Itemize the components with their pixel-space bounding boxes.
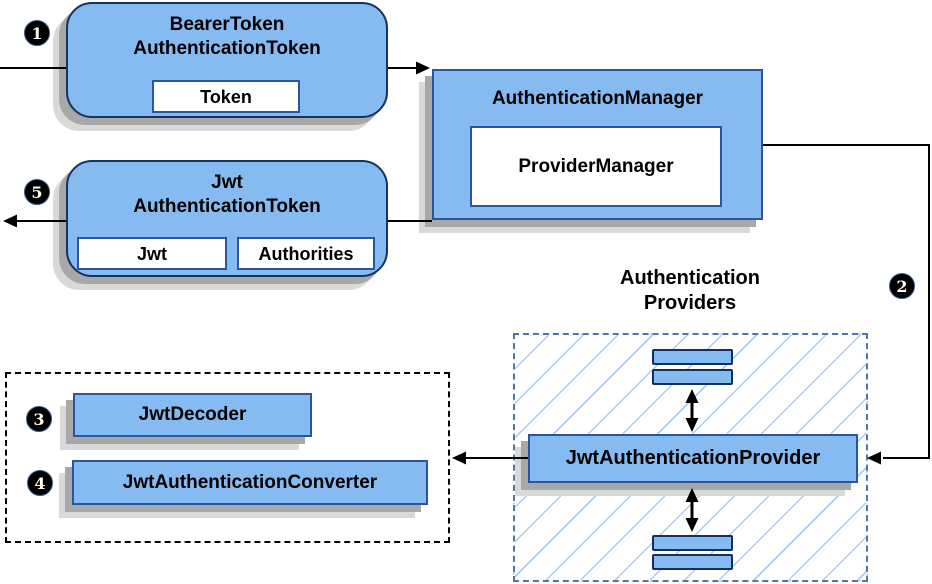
- authorities-field: Authorities: [237, 237, 375, 270]
- provider-stack-bottom-bar-1: [652, 535, 733, 551]
- authentication-providers-title-line2: Providers: [643, 292, 737, 314]
- bearer-token-title-line2: AuthenticationToken: [133, 38, 321, 59]
- jwt-authentication-converter-box: JwtAuthenticationConverter: [72, 460, 428, 505]
- jwt-decoder-box: JwtDecoder: [73, 393, 312, 437]
- step-4-badge: 4: [27, 470, 53, 496]
- provider-stack-top-bar-1: [652, 349, 733, 365]
- jwt-authentication-token-box: Jwt AuthenticationToken Jwt Authorities: [66, 160, 388, 277]
- authentication-providers-title: Authentication Providers: [570, 266, 810, 316]
- provider-stack-bottom-bar-2: [652, 554, 733, 570]
- authentication-providers-region: JwtAuthenticationProvider: [513, 333, 868, 582]
- authentication-providers-title-line1: Authentication: [620, 267, 760, 289]
- bearer-token-title-line1: BearerToken: [169, 14, 285, 35]
- jwt-token-title-line1: Jwt: [211, 172, 243, 193]
- decoder-converter-group: JwtDecoder JwtAuthenticationConverter: [5, 372, 450, 543]
- step-5-badge: 5: [24, 179, 50, 205]
- token-field: Token: [152, 80, 300, 113]
- provider-manager-field: ProviderManager: [470, 126, 722, 207]
- jwt-token-title-line2: AuthenticationToken: [133, 196, 321, 217]
- step-3-badge: 3: [26, 406, 52, 432]
- jwt-field: Jwt: [77, 237, 227, 270]
- step-2-badge: 2: [889, 273, 915, 299]
- authentication-manager-title: AuthenticationManager: [491, 88, 704, 109]
- bearer-to-manager-arrowhead: [416, 61, 430, 75]
- step-1-badge: 1: [24, 20, 50, 46]
- provider-stack-top-bar-2: [652, 369, 733, 385]
- provider-to-decoders-arrowhead: [452, 451, 466, 465]
- authentication-manager-box: AuthenticationManager ProviderManager: [432, 69, 763, 220]
- bearer-token-authentication-token-box: BearerToken AuthenticationToken Token: [66, 2, 388, 118]
- jwt-authentication-provider-box: JwtAuthenticationProvider: [528, 434, 858, 483]
- outgoing-result-arrowhead: [3, 214, 17, 228]
- manager-to-provider-arrowhead: [867, 451, 881, 465]
